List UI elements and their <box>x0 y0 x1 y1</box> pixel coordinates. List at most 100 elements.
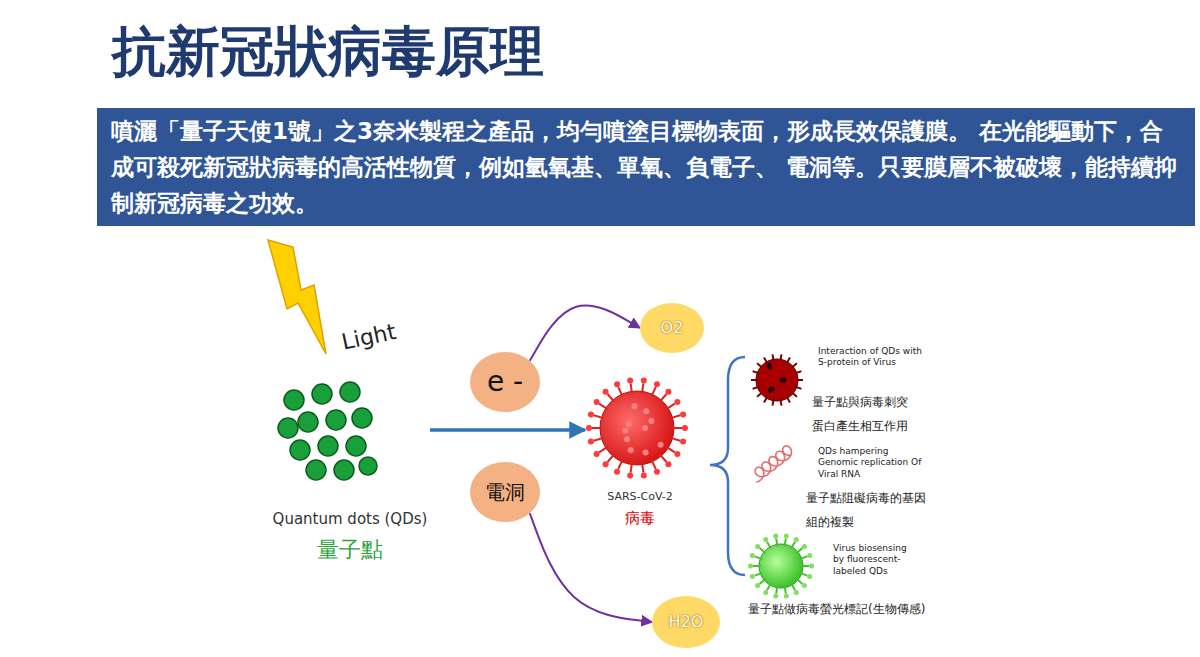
virus-spike <box>796 379 803 381</box>
spike-tip <box>586 425 592 431</box>
virus-spike <box>792 392 797 396</box>
virus-spike <box>795 386 802 388</box>
virus-spike <box>608 454 615 462</box>
virus-spike <box>780 399 781 406</box>
spike-tip <box>748 564 753 569</box>
spike-tip <box>807 574 812 579</box>
spike-tip <box>641 473 647 479</box>
rna-strand <box>755 446 791 482</box>
electron-circle: e - <box>470 352 540 412</box>
virus-surface <box>642 425 648 431</box>
virus-spike <box>780 354 781 361</box>
quantum-dot <box>312 384 332 404</box>
spike-tip <box>773 594 778 599</box>
quantum-dot <box>340 382 360 402</box>
virus-body <box>600 391 674 465</box>
virus-spike-icon <box>751 354 803 405</box>
spike-tip <box>627 473 633 479</box>
virus-figure: SARS-CoV-2病毒 <box>585 372 695 527</box>
virus-spike <box>796 548 802 553</box>
quantum-dot <box>359 457 377 475</box>
virus-spot <box>769 387 774 392</box>
virus-spot <box>767 362 772 367</box>
virus-spike <box>757 363 762 367</box>
virus-spike <box>652 387 656 396</box>
virus-spike <box>594 438 604 441</box>
virus-spike <box>796 579 802 584</box>
virus-spike <box>652 460 656 469</box>
virus-surface <box>632 403 638 409</box>
virus-spike <box>671 415 681 418</box>
virus-spike <box>791 542 795 549</box>
virus-surface <box>626 422 632 428</box>
spike-tip <box>773 533 778 538</box>
virus-spike <box>787 357 791 363</box>
virus-spike <box>755 573 763 576</box>
virus-illustration <box>586 377 688 478</box>
virus-spike <box>784 586 785 594</box>
spike-tip <box>784 533 789 538</box>
quantum-dot <box>278 418 298 438</box>
slide-title: 抗新冠狀病毒原理 <box>112 20 544 85</box>
annotation-english: Interaction of QDs with S-protein of Vir… <box>818 346 922 369</box>
node-label: 病毒 <box>625 510 655 527</box>
virus-spike <box>753 371 760 373</box>
virus-spike <box>760 579 766 584</box>
virus-spot <box>781 378 786 383</box>
ellipse-fill <box>470 462 540 522</box>
virus-surface <box>648 418 654 424</box>
spike-tip <box>588 411 594 417</box>
virus-spike <box>753 565 761 567</box>
quantum-dot <box>326 410 346 430</box>
spike-tip <box>682 425 688 431</box>
virus-spike <box>800 556 808 559</box>
spike-tip <box>809 564 814 569</box>
spike-tip <box>784 594 789 599</box>
ellipse-fill <box>470 352 540 412</box>
virus-surface <box>628 447 634 453</box>
annotation-chinese: 量子點與病毒刺突蛋白產生相互作用 <box>812 390 916 438</box>
virus-spike <box>642 383 643 393</box>
node-label: 量子點 <box>317 537 383 562</box>
virus-spike <box>800 573 808 576</box>
virus-spike <box>795 371 802 373</box>
virus-spike <box>792 363 797 367</box>
spike-tip <box>750 574 755 579</box>
quantum-dot <box>284 390 304 410</box>
quantum-dot <box>318 436 338 456</box>
rna-coil-icon <box>755 446 791 482</box>
quantum-dot <box>298 412 318 432</box>
spike-tip <box>755 544 760 549</box>
virus-spike <box>791 583 795 590</box>
spike-tip <box>680 411 686 417</box>
spike-tip <box>603 461 609 467</box>
brace-bracket <box>710 357 745 575</box>
virus-spike <box>787 396 791 402</box>
virus-spike <box>767 542 771 549</box>
spike-tip <box>603 389 609 395</box>
reaction-arrow <box>530 513 652 622</box>
spike-tip <box>802 544 807 549</box>
virus-spike <box>672 427 682 429</box>
virus-spike <box>599 404 607 409</box>
virus-spike <box>767 583 771 590</box>
quantum-dot <box>352 408 372 428</box>
virus-spike <box>594 415 604 418</box>
virus-spike <box>631 383 632 393</box>
spike-tip <box>665 389 671 395</box>
body-text: 噴灑「量子天使1號」之3奈米製程之產品，均勻噴塗目標物表面，形成長效保護膜。 在… <box>111 113 1181 221</box>
process-arrow <box>430 428 585 432</box>
spike-tip <box>641 377 647 383</box>
oxygen-circle: O2 <box>640 303 704 353</box>
virus-spike <box>618 460 622 469</box>
spike-tip <box>614 469 620 475</box>
virus-spike <box>776 538 777 546</box>
spike-tip <box>654 469 660 475</box>
node-label: e - <box>487 366 523 398</box>
spike-tip <box>665 461 671 467</box>
reaction-arrow <box>530 306 640 361</box>
annotation-chinese: 量子點阻礙病毒的基因組的複製 <box>806 486 934 534</box>
spike-tip <box>750 553 755 558</box>
quantum-dot <box>346 436 366 456</box>
